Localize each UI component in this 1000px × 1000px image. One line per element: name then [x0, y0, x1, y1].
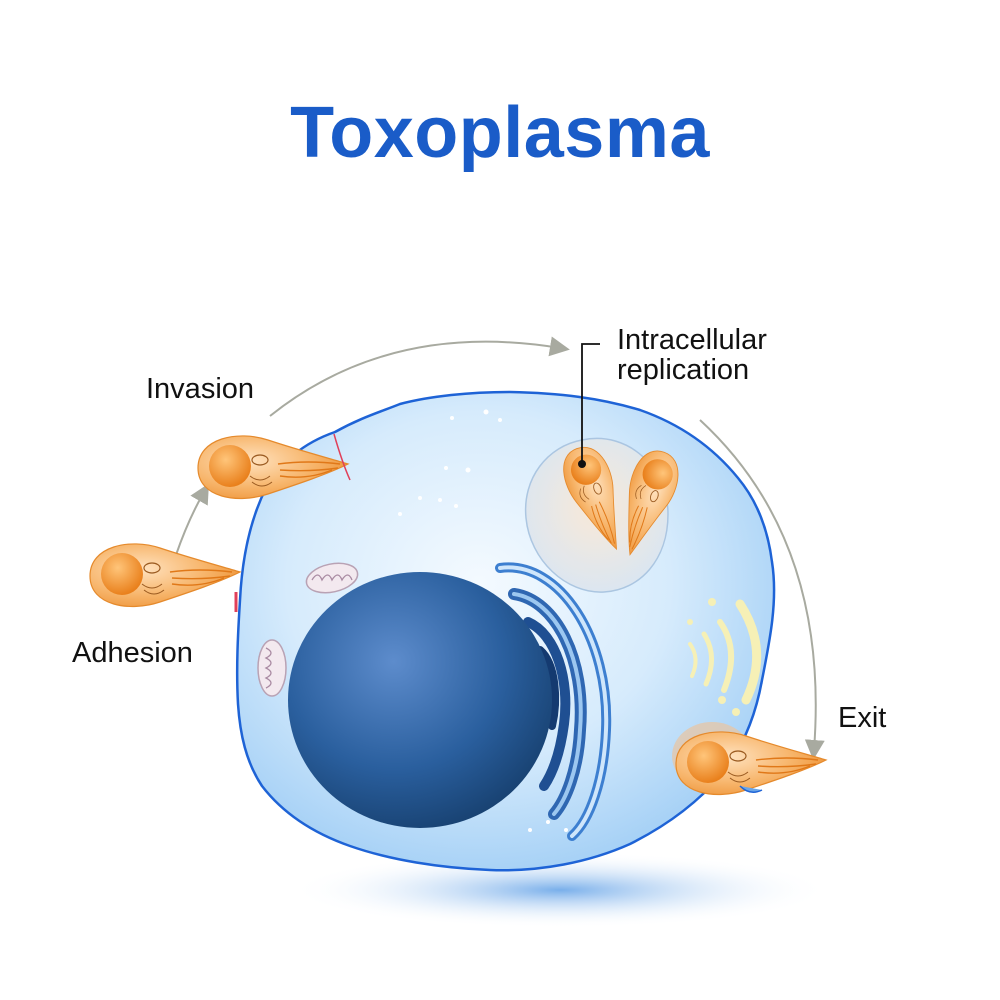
host-nucleus: [288, 572, 552, 828]
parasitophorous-vacuole: [524, 437, 687, 593]
stage-label-replication-line2: replication: [617, 354, 750, 386]
arrow-adhesion-to-invasion: [175, 483, 209, 556]
mitochondrion-2: [257, 639, 287, 697]
secretory-vesicles: [687, 598, 762, 716]
stage-label-invasion: Invasion: [146, 373, 255, 405]
stage-label-exit: Exit: [838, 702, 887, 734]
arrow-invasion-to-replication: [269, 336, 570, 417]
replication-pointer: [581, 343, 600, 464]
stage-label-adhesion: Adhesion: [72, 637, 193, 669]
arrow-replication-to-exit: [699, 419, 825, 760]
exit-parasite: [672, 722, 827, 796]
mitochondrion-1: [305, 562, 359, 594]
replication-pointer-dot: [578, 460, 586, 468]
golgi-apparatus: [495, 562, 612, 841]
diagram-title: Toxoplasma: [290, 93, 710, 173]
cell-shadow: [290, 852, 830, 928]
stage-label-replication: Intracellular replication: [617, 325, 767, 385]
invasion-contact: [333, 433, 351, 481]
stage-label-replication-line1: Intracellular: [617, 324, 767, 356]
vesicles: [398, 409, 568, 832]
adhesion-parasite: [89, 543, 241, 608]
